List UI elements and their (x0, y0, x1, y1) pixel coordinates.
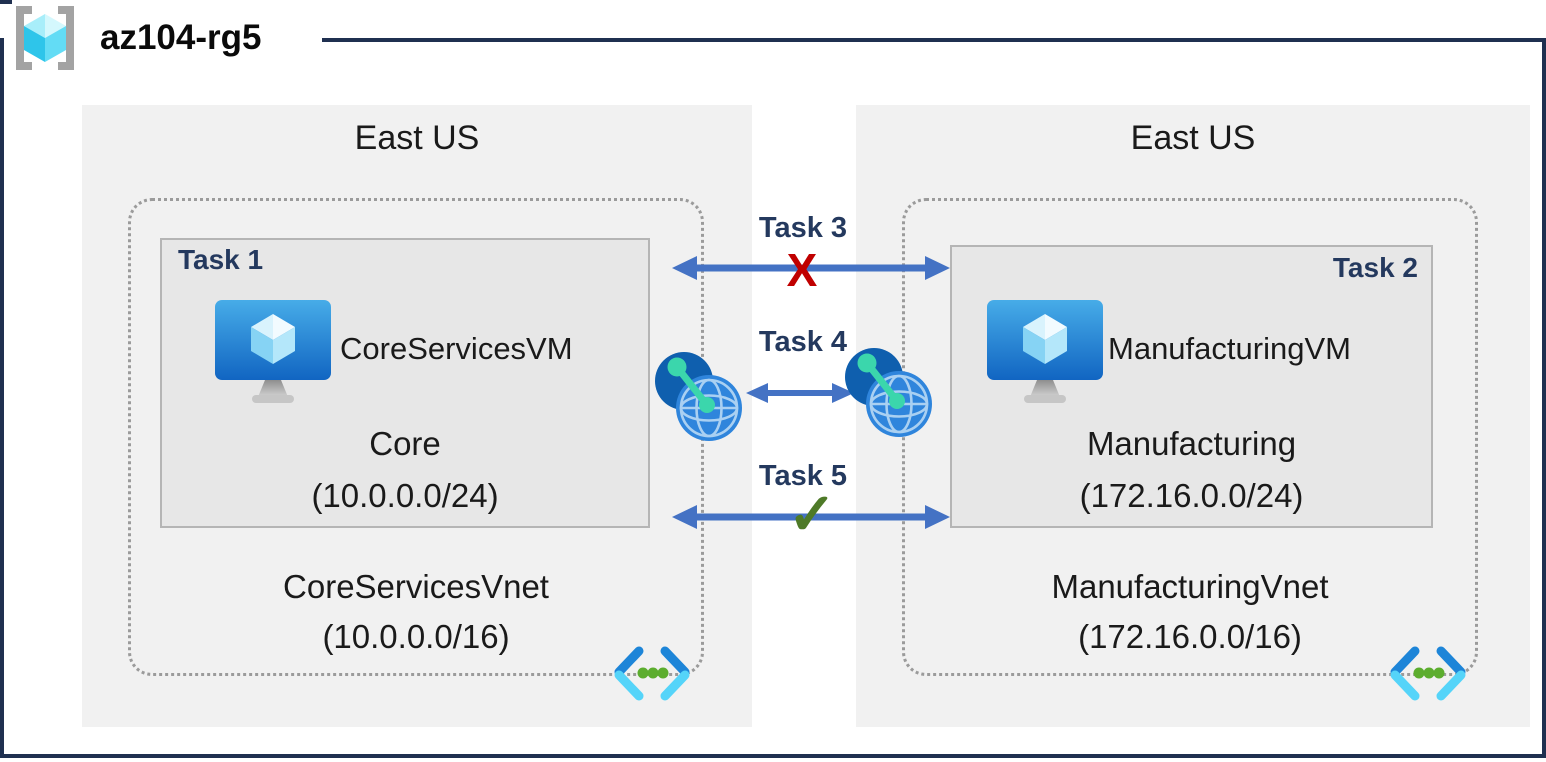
vnet-info-manufacturing: ManufacturingVnet (172.16.0.0/16) (902, 562, 1478, 662)
subnet-name: Core (369, 425, 441, 462)
allowed-check-icon: ✓ (787, 482, 837, 547)
subnet-info-core: Core (10.0.0.0/24) (160, 418, 650, 522)
rg-border-right (1542, 38, 1546, 758)
subnet-info-manufacturing: Manufacturing (172.16.0.0/24) (950, 418, 1433, 522)
vnet-peering-icon (655, 352, 742, 441)
rg-border-bottom (0, 754, 1546, 758)
vm-name-manufacturing: ManufacturingVM (1108, 331, 1351, 366)
region-label-left: East US (354, 119, 480, 157)
task3-double-arrow (672, 256, 950, 280)
virtual-machine-icon (215, 300, 331, 403)
task5-label: Task 5 (758, 460, 848, 492)
task4-label: Task 4 (758, 326, 848, 358)
vnet-name: CoreServicesVnet (283, 568, 549, 605)
virtual-machine-icon (987, 300, 1103, 403)
subnet-name: Manufacturing (1086, 425, 1297, 462)
subnet-box-manufacturing (950, 245, 1433, 528)
task4-double-arrow (746, 383, 854, 403)
task2-label: Task 2 (1332, 252, 1418, 283)
region-label-right: East US (1130, 119, 1256, 157)
vnet-name: ManufacturingVnet (1051, 568, 1329, 605)
vnet-cidr: (10.0.0.0/16) (322, 618, 510, 655)
rg-border-top-right-segment (322, 38, 1546, 42)
vnet-peering-icon (845, 348, 932, 437)
subnet-cidr: (10.0.0.0/24) (311, 477, 499, 514)
subnet-box-core (160, 238, 650, 528)
resource-group-title: az104-rg5 (100, 18, 262, 57)
task3-label: Task 3 (758, 212, 848, 244)
virtual-network-icon (1390, 646, 1466, 701)
subnet-cidr: (172.16.0.0/24) (1079, 477, 1304, 514)
vm-name-coreservices: CoreServicesVM (340, 331, 573, 366)
rg-border-top-left-segment (0, 0, 12, 4)
rg-border-left (0, 38, 4, 758)
task1-label: Task 1 (178, 244, 264, 275)
blocked-x-icon: X (786, 244, 818, 296)
vnet-cidr: (172.16.0.0/16) (1078, 618, 1302, 655)
vnet-boundary-manufacturing (902, 198, 1478, 676)
resource-group-icon (16, 6, 74, 70)
virtual-network-icon (614, 646, 690, 701)
vnet-info-coreservices: CoreServicesVnet (10.0.0.0/16) (128, 562, 704, 662)
task5-double-arrow (672, 505, 950, 529)
